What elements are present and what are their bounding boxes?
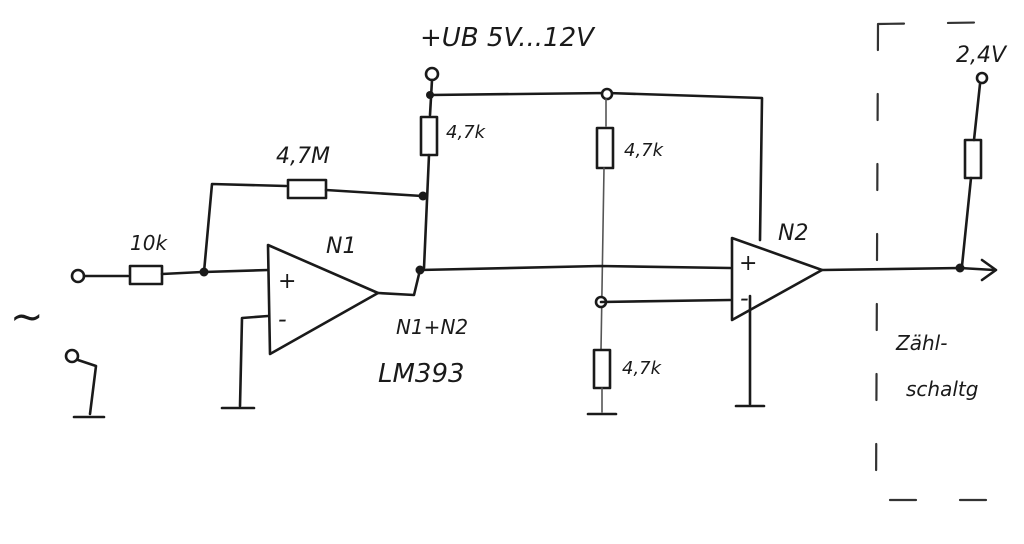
n1-minus-sign: - [278, 305, 287, 333]
wire-r1-to-node [160, 270, 204, 276]
comparator-n2 [730, 236, 824, 322]
wire-supply-rail [428, 91, 764, 242]
wire-n1-to-n2-plus [418, 264, 732, 272]
resistor-input [128, 264, 164, 286]
label-ext-voltage: 2,4V [956, 43, 1008, 68]
input-ground-terminal [64, 348, 80, 364]
label-r-div-bottom: 4,7k [622, 358, 663, 379]
n2-minus-sign: - [740, 284, 749, 312]
node-feedback-junction [418, 191, 428, 201]
label-r-input: 10k [130, 231, 168, 255]
label-counter-line1: Zähl- [895, 331, 947, 355]
node-rail-divider [600, 87, 614, 101]
n2-plus-sign: + [739, 251, 757, 276]
output-arrow [980, 258, 998, 282]
resistor-feedback [286, 178, 328, 200]
label-r-div-top: 4,7k [624, 140, 665, 161]
label-counter-line2: schaltg [906, 377, 978, 401]
wire-divider-to-n2-minus [599, 298, 732, 304]
label-n1: N1 [326, 234, 356, 259]
wire-divider-mid [600, 167, 605, 351]
input-terminal [70, 268, 86, 284]
wire-to-n1-plus [202, 268, 270, 274]
wire-feedback [202, 182, 288, 274]
ground-wire-input [76, 358, 98, 416]
wire-pullup-down [422, 153, 431, 270]
supply-terminal [424, 66, 440, 82]
resistor-divider-top [595, 126, 615, 170]
resistor-ext [963, 138, 983, 180]
resistor-pullup [419, 115, 439, 157]
label-ic-line2: LM393 [378, 359, 465, 389]
resistor-divider-bottom [592, 348, 612, 390]
label-ic-line1: N1+N2 [396, 315, 468, 339]
wire-feedback-right [324, 188, 424, 198]
counter-box-outline [874, 20, 1012, 502]
wire-ext-to-output [960, 176, 973, 268]
wire-n2-output [820, 266, 996, 272]
ac-source-symbol: ~ [10, 294, 44, 340]
wire-ext-down [972, 82, 982, 142]
wire-n1-minus-ground [238, 314, 270, 408]
label-r-pullup: 4,7k [446, 122, 487, 143]
label-n2: N2 [778, 221, 808, 246]
ext-voltage-terminal [975, 71, 989, 85]
n1-plus-sign: + [278, 269, 296, 294]
label-r-feedback: 4,7M [276, 144, 330, 169]
wire-n1-output [376, 268, 422, 297]
comparator-n1 [266, 243, 380, 356]
label-supply: +UB 5V...12V [420, 23, 596, 53]
